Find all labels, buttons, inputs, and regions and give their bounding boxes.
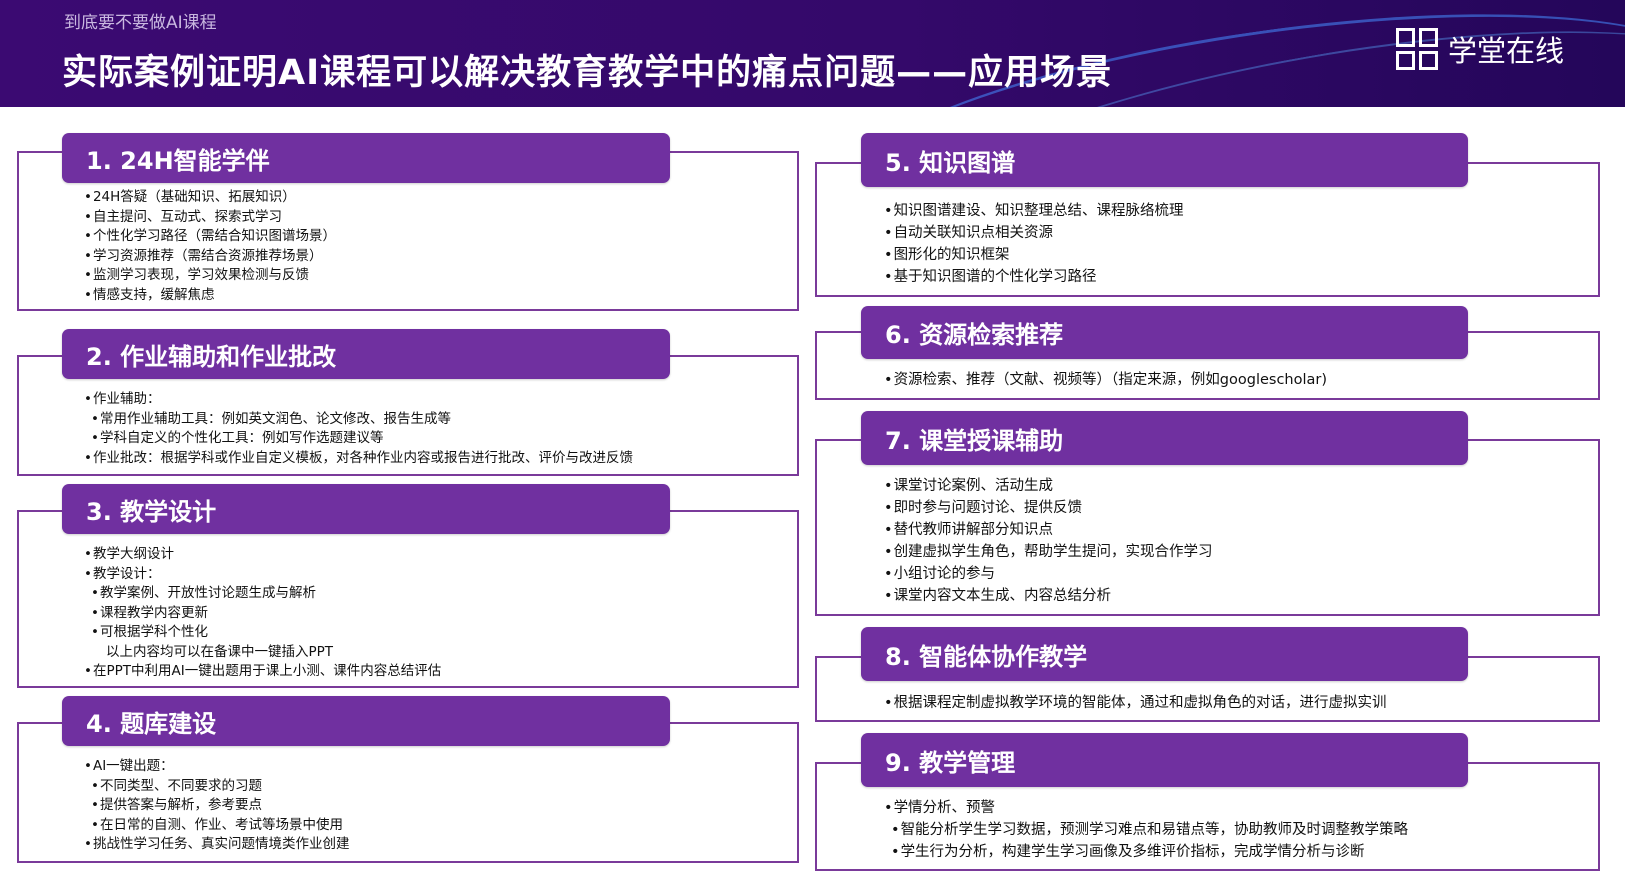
list-item: 自动关联知识点相关资源 (884, 222, 1184, 244)
list-item: 在PPT中利用AI一键出题用于课上小测、课件内容总结评估 (84, 662, 441, 682)
list-item: 资源检索、推荐（文献、视频等）（指定来源，例如googlescholar) (884, 369, 1327, 391)
list-item: 个性化学习路径（需结合知识图谱场景） (84, 227, 336, 247)
section-heading: 5. 知识图谱 (861, 133, 1468, 187)
header-subtitle: 到底要不要做AI课程 (64, 13, 217, 33)
list-item: 根据课程定制虚拟教学环境的智能体，通过和虚拟角色的对话，进行虚拟实训 (884, 692, 1387, 714)
section-heading: 7. 课堂授课辅助 (861, 411, 1468, 465)
list-item: 在日常的自测、作业、考试等场景中使用 (84, 816, 349, 836)
section-item-list: 教学大纲设计教学设计：教学案例、开放性讨论题生成与解析课程教学内容更新可根据学科… (84, 545, 441, 682)
header-banner: 到底要不要做AI课程 实际案例证明AI课程可以解决教育教学中的痛点问题——应用场… (0, 0, 1625, 107)
logo: 学堂在线 (1396, 28, 1564, 70)
list-item: 常用作业辅助工具：例如英文润色、论文修改、报告生成等 (84, 410, 633, 430)
list-item: 提供答案与解析，参考要点 (84, 796, 349, 816)
list-item: 教学设计： (84, 565, 441, 585)
list-item: 基于知识图谱的个性化学习路径 (884, 266, 1184, 288)
list-item: 智能分析学生学习数据，预测学习难点和易错点等，协助教师及时调整教学策略 (884, 819, 1409, 841)
section-item-list: 24H答疑（基础知识、拓展知识）自主提问、互动式、探索式学习个性化学习路径（需结… (84, 188, 336, 305)
section-item-list: 课堂讨论案例、活动生成即时参与问题讨论、提供反馈替代教师讲解部分知识点创建虚拟学… (884, 475, 1213, 607)
list-item: 教学大纲设计 (84, 545, 441, 565)
list-item: 作业辅助： (84, 390, 633, 410)
section-heading: 3. 教学设计 (62, 484, 670, 534)
list-item: 不同类型、不同要求的习题 (84, 777, 349, 797)
logo-text: 学堂在线 (1448, 34, 1565, 68)
list-item: 知识图谱建设、知识整理总结、课程脉络梳理 (884, 200, 1184, 222)
list-item: 即时参与问题讨论、提供反馈 (884, 497, 1213, 519)
logo-icon (1396, 28, 1438, 70)
section-item-list: 学情分析、预警智能分析学生学习数据，预测学习难点和易错点等，协助教师及时调整教学… (884, 797, 1409, 863)
section-heading: 8. 智能体协作教学 (861, 627, 1468, 681)
list-item: AI一键出题： (84, 757, 349, 777)
list-item: 图形化的知识框架 (884, 244, 1184, 266)
section-item-list: 资源检索、推荐（文献、视频等）（指定来源，例如googlescholar) (884, 369, 1327, 391)
list-item: 情感支持，缓解焦虑 (84, 286, 336, 306)
list-item: 24H答疑（基础知识、拓展知识） (84, 188, 336, 208)
list-item: 学习资源推荐（需结合资源推荐场景） (84, 247, 336, 267)
list-item: 以上内容均可以在备课中一键插入PPT (106, 643, 334, 660)
list-item: 自主提问、互动式、探索式学习 (84, 208, 336, 228)
list-item: 创建虚拟学生角色，帮助学生提问，实现合作学习 (884, 541, 1213, 563)
list-item: 课程教学内容更新 (84, 604, 441, 624)
list-item: 学生行为分析，构建学生学习画像及多维评价指标，完成学情分析与诊断 (884, 841, 1408, 863)
section-heading: 6. 资源检索推荐 (861, 306, 1468, 359)
section-item-list: AI一键出题：不同类型、不同要求的习题提供答案与解析，参考要点在日常的自测、作业… (84, 757, 350, 855)
section-item-list: 知识图谱建设、知识整理总结、课程脉络梳理自动关联知识点相关资源图形化的知识框架基… (884, 200, 1184, 288)
list-item: 教学案例、开放性讨论题生成与解析 (84, 584, 441, 604)
section-heading: 4. 题库建设 (62, 696, 670, 746)
section-heading: 2. 作业辅助和作业批改 (62, 329, 670, 379)
list-item: 可根据学科个性化 (84, 623, 441, 643)
list-item: 学情分析、预警 (884, 797, 1408, 819)
list-item: 监测学习表现，学习效果检测与反馈 (84, 266, 336, 286)
list-item: 替代教师讲解部分知识点 (884, 519, 1213, 541)
list-item: 小组讨论的参与 (884, 563, 1213, 585)
page-title: 实际案例证明AI课程可以解决教育教学中的痛点问题——应用场景 (62, 53, 1113, 93)
list-item: 作业批改：根据学科或作业自定义模板，对各种作业内容或报告进行批改、评价与改进反馈 (84, 449, 633, 469)
section-item-list: 作业辅助：常用作业辅助工具：例如英文润色、论文修改、报告生成等学科自定义的个性化… (84, 390, 633, 468)
list-item: 学科自定义的个性化工具：例如写作选题建议等 (84, 429, 633, 449)
list-item: 挑战性学习任务、真实问题情境类作业创建 (84, 835, 350, 855)
section-heading: 9. 教学管理 (861, 733, 1468, 787)
section-item-list: 根据课程定制虚拟教学环境的智能体，通过和虚拟角色的对话，进行虚拟实训 (884, 692, 1387, 714)
section-heading: 1. 24H智能学伴 (62, 133, 670, 183)
list-item: 课堂内容文本生成、内容总结分析 (884, 585, 1213, 607)
list-item: 课堂讨论案例、活动生成 (884, 475, 1213, 497)
